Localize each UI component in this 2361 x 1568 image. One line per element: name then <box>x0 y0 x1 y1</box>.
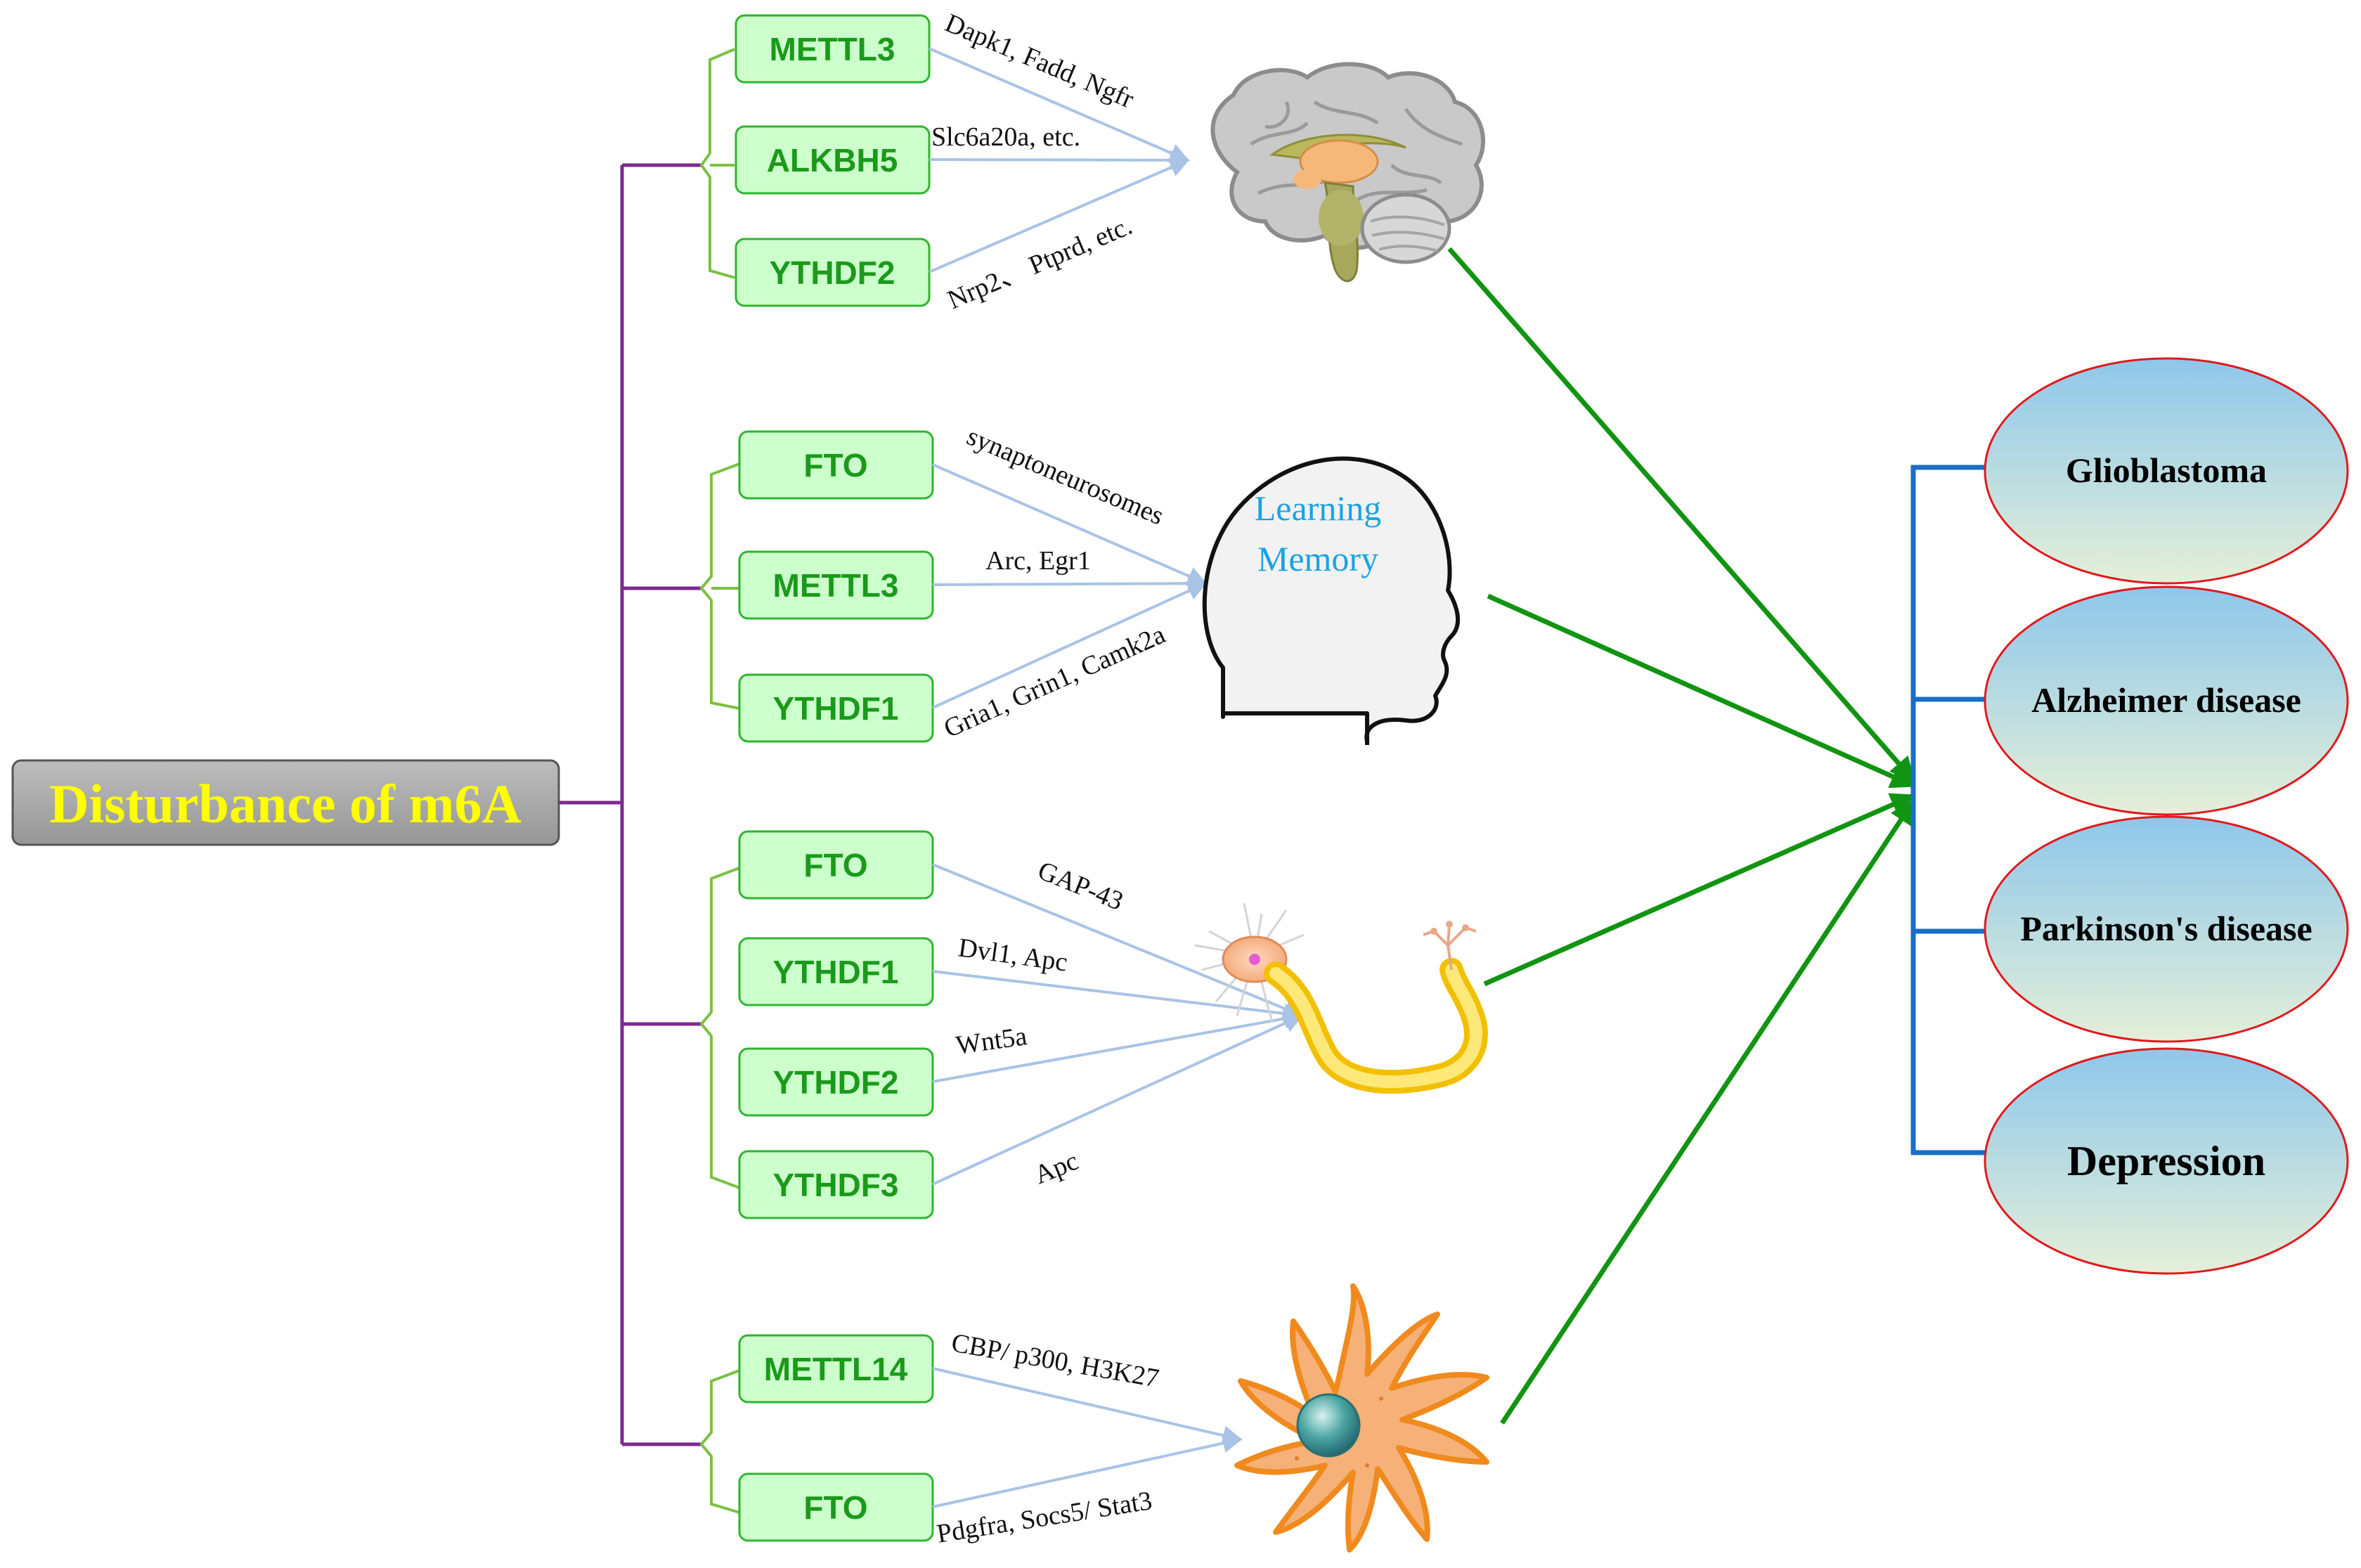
gene-box <box>738 673 934 743</box>
target-label: CBP/ p300, H3K27 <box>949 1328 1161 1394</box>
disease-label: Glioblastoma <box>2066 451 2267 490</box>
gene-box <box>738 1472 934 1542</box>
gene-label: YTHDF1 <box>773 690 899 727</box>
target-label: Dapk1, Fadd, Ngfr <box>940 8 1138 115</box>
disease-node <box>1984 1047 2349 1275</box>
gene-label: YTHDF2 <box>770 254 895 291</box>
neuron-icon <box>1194 902 1488 1094</box>
disease-node <box>1984 815 2349 1043</box>
disease-label: Parkinson's disease <box>2020 909 2312 948</box>
root-label: Disturbance of m6A <box>49 773 522 834</box>
target-label: Dvl1, Apc <box>957 933 1070 977</box>
gene-box <box>738 1047 934 1117</box>
target-label: Nrp2、 Ptprd, etc. <box>943 211 1137 315</box>
gene-box <box>738 550 934 620</box>
gene-label: METTL14 <box>764 1351 908 1387</box>
gene-label: FTO <box>803 847 867 883</box>
gene-label: FTO <box>803 1489 867 1526</box>
disease-arrows <box>1447 247 1916 1425</box>
target-label: Arc, Egr1 <box>985 546 1091 576</box>
disease-label: Alzheimer disease <box>2031 680 2301 720</box>
target-label: synaptoneurosomes <box>962 422 1167 531</box>
gene-boxes <box>735 14 934 1542</box>
disease-bracket <box>1910 465 1989 1155</box>
gene-label: YTHDF3 <box>773 1167 899 1203</box>
target-arrows <box>929 47 1304 1508</box>
learning-label: Learning <box>1255 488 1381 528</box>
gene-label: YTHDF2 <box>773 1064 899 1101</box>
gene-box <box>735 238 931 307</box>
memory-label: Memory <box>1257 539 1378 578</box>
astrocyte-icon <box>1234 1283 1489 1553</box>
group-brackets <box>699 48 740 1514</box>
gene-label: FTO <box>803 447 867 484</box>
gene-labels: METTL3 ALKBH5 YTHDF2 FTO METTL3 YTHDF1 F… <box>764 31 908 1526</box>
target-label: Gria1, Grin1, Camk2a <box>940 620 1170 744</box>
target-labels: Dapk1, Fadd, Ngfr Slc6a20a, etc. Nrp2、 P… <box>931 8 1170 1549</box>
gene-label: YTHDF1 <box>773 954 899 990</box>
target-label: Slc6a20a, etc. <box>931 122 1080 152</box>
target-label: Apc <box>1030 1146 1082 1191</box>
gene-label: METTL3 <box>770 31 895 67</box>
disease-nodes: Glioblastoma Alzheimer disease Parkinson… <box>1984 357 2349 1275</box>
target-label: Pdgfra, Socs5/ Stat3 <box>935 1486 1154 1549</box>
gene-label: ALKBH5 <box>767 142 898 179</box>
disease-label: Depression <box>2067 1138 2265 1184</box>
root-node: Disturbance of m6A <box>11 759 560 846</box>
disease-node <box>1984 585 2349 816</box>
target-label: GAP-43 <box>1034 855 1127 916</box>
head-icon <box>1202 456 1461 745</box>
gene-box <box>738 1150 934 1219</box>
brain-icon <box>1210 62 1485 283</box>
gene-label: METTL3 <box>773 567 899 604</box>
learning-memory-labels: Learning Memory <box>1255 488 1381 578</box>
disease-node <box>1984 357 2349 585</box>
root-bracket <box>559 163 701 1446</box>
target-label: Wnt5a <box>954 1021 1028 1061</box>
